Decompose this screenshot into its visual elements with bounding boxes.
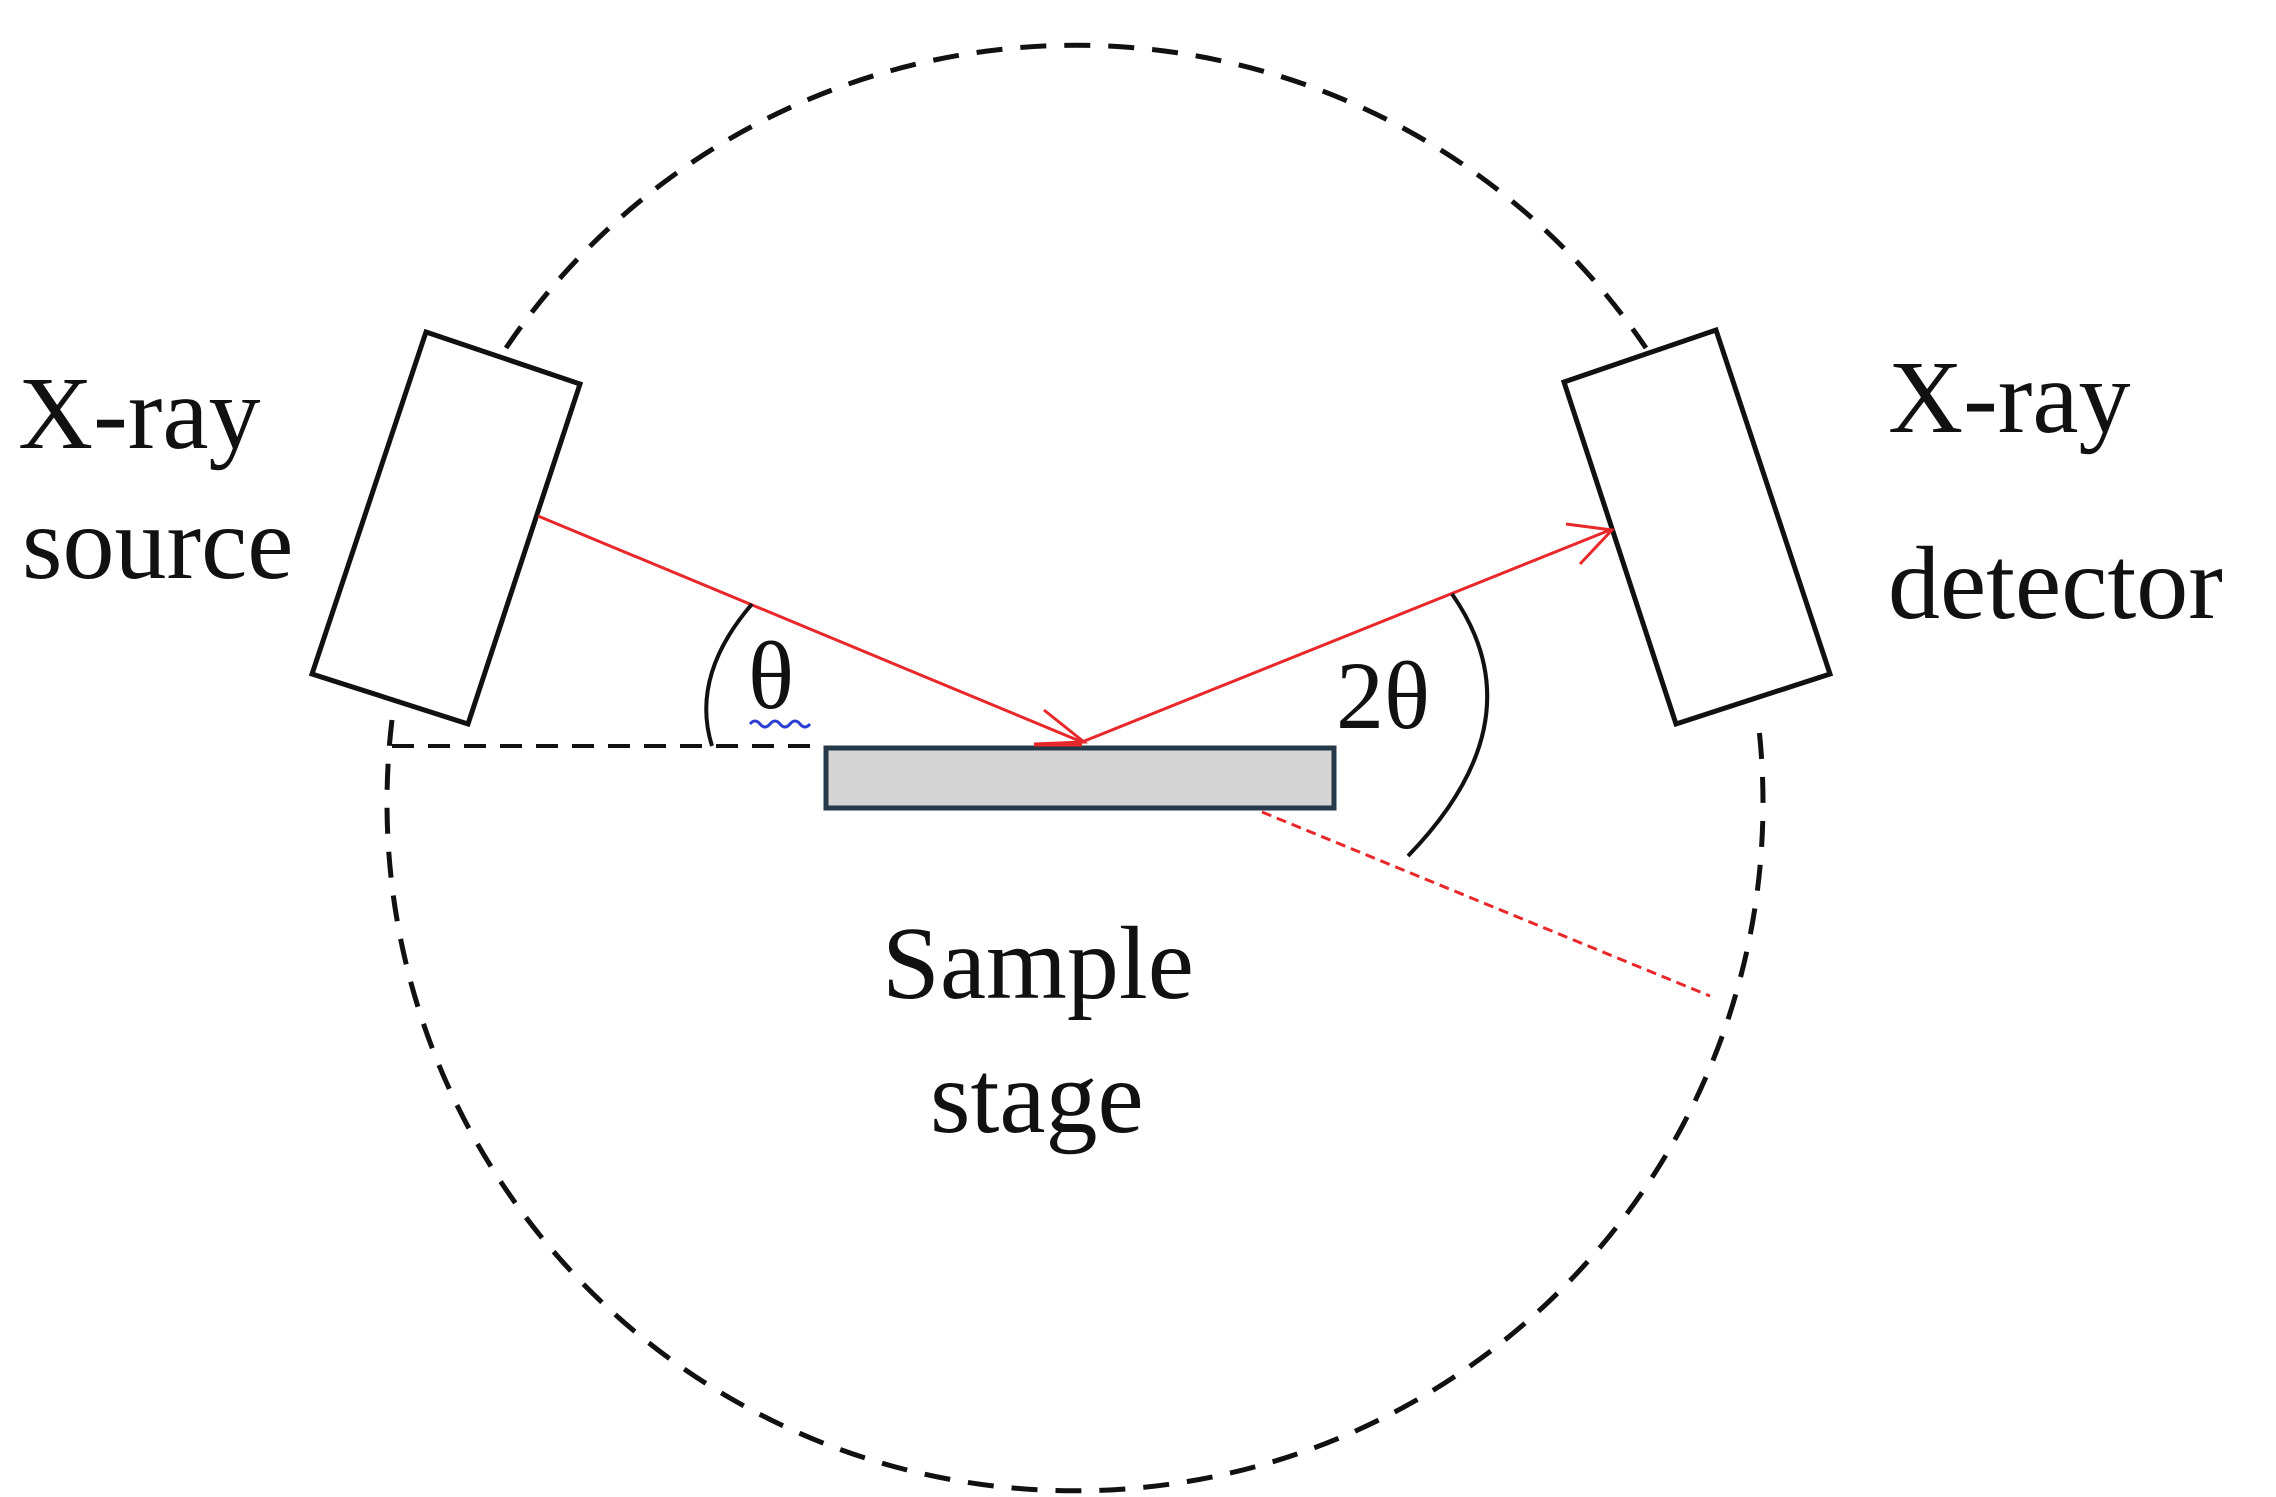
xray-source-box xyxy=(308,328,584,728)
detector-label-line2: detector xyxy=(1888,526,2223,641)
theta-squiggle-underline xyxy=(748,719,812,729)
theta-label: θ xyxy=(748,622,794,729)
sample-stage xyxy=(823,745,1337,811)
two-theta-label: 2θ xyxy=(1336,642,1430,749)
stage-label-line2: stage xyxy=(930,1040,1144,1155)
source-label-line2: source xyxy=(22,486,293,601)
goniometer-circle-top-arc xyxy=(503,42,1649,350)
goniometer-circle-bottom-arc xyxy=(384,719,1766,1494)
detector-label-line1: X-ray xyxy=(1888,340,2131,455)
diffracted-beam xyxy=(1081,528,1611,744)
theta-angle-arc xyxy=(704,602,754,747)
diffracted-beam-arrowhead xyxy=(1565,522,1616,566)
two-theta-angle-arc xyxy=(1406,592,1490,858)
stage-label-line1: Sample xyxy=(882,906,1194,1021)
xray-detector-box xyxy=(1560,326,1834,728)
incident-beam-extension-line xyxy=(1261,810,1711,998)
source-label-line1: X-ray xyxy=(18,356,261,471)
incident-beam xyxy=(537,514,1083,744)
